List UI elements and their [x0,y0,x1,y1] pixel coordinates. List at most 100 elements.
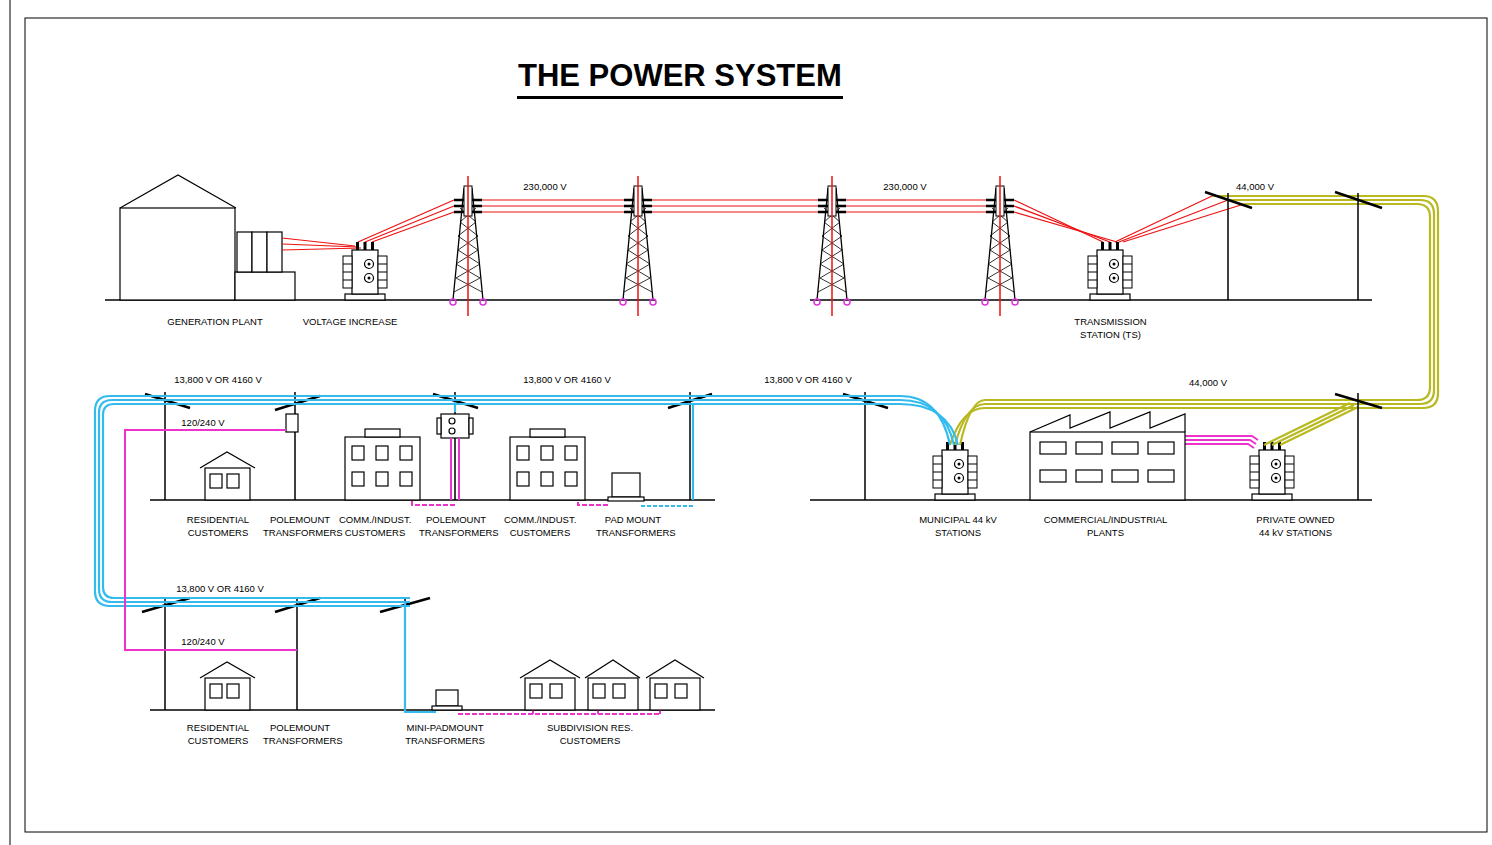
industrial-plant [1040,442,1066,454]
diagram-label: 120/240 V [168,636,238,649]
diagram-label: 44,000 V [1215,181,1295,194]
diagram-label: POLEMOUNT TRANSFORMERS [263,722,337,748]
industrial-plant [1030,412,1185,432]
diagram-label: MUNICIPAL 44 kV STATIONS [917,514,999,540]
house [593,684,605,698]
house [585,660,640,678]
symbol-instance [620,176,656,316]
commercial-building [541,446,553,460]
polemount-transformer [286,414,298,432]
utility-pole [142,192,1382,710]
house [210,684,222,698]
diagram-label: COMMERCIAL/INDUSTRIAL PLANTS [1043,514,1168,540]
diagram-label: POLEMOUNT TRANSFORMERS [419,514,493,540]
secondary-line [1185,444,1254,448]
transmission-line [282,248,361,250]
industrial-plant [1076,470,1102,482]
house [200,662,255,678]
transmission-line [1119,200,1228,242]
commercial-building [530,429,565,437]
diagram-label: VOLTAGE INCREASE [290,316,410,329]
polemount-transformer [469,418,473,434]
utility-pole [689,392,691,500]
symbol-instance [933,442,977,500]
diagram-label: RESIDENTIAL CUSTOMERS [185,514,251,540]
utility-pole [864,392,866,500]
generation-plant [235,272,295,300]
transmission-line [365,206,454,242]
subtransmission-line [1272,405,1354,445]
industrial-plant [1112,470,1138,482]
distribution-line [640,505,693,507]
utility-pole [1205,192,1252,208]
diagram-label: 13,800 V OR 4160 V [160,583,280,596]
transmission-line [454,211,1014,212]
commercial-building [565,446,577,460]
generation-plant [237,232,252,272]
distribution-line [692,404,694,500]
commercial-building [400,446,412,460]
house [675,684,687,698]
ground-line [105,300,1372,710]
utility-pole [1227,193,1229,300]
diagram-label: 44,000 V [1168,377,1248,390]
diagram-title: THE POWER SYSTEM [517,58,843,99]
house [205,678,250,710]
generation-plant [252,232,267,272]
diagram-label: COMM./INDUST. CUSTOMERS [504,514,576,540]
industrial-plant [1148,442,1174,454]
diagram-label: COMM./INDUST. CUSTOMERS [339,514,411,540]
industrial-plant [1030,412,1185,500]
house [227,684,239,698]
diagram-label: 230,000 V [500,181,590,194]
commercial-building [345,429,585,500]
industrial-plant [1148,470,1174,482]
house [200,452,704,710]
symbol-instance [1250,442,1294,500]
secondary-line [458,438,460,500]
commercial-building [345,437,420,500]
house [588,678,638,710]
diagram-label: 13,800 V OR 4160 V [158,374,278,387]
secondary-line [125,430,297,650]
symbol-instance [1088,242,1132,300]
subtransmission-line [950,196,1438,445]
utility-pole [1335,394,1382,408]
subtransmission-line [955,200,1434,445]
house [227,474,239,488]
subtransmission-line [950,196,1438,445]
polemount-transformer [437,418,441,434]
transmission-line [358,200,454,242]
house [525,678,575,710]
commercial-building [352,472,364,486]
symbol-instance [982,176,1018,316]
utility-pole [454,392,456,500]
polemount-transformer [449,428,455,434]
diagram-label: TRANSMISSION STATION (TS) [1063,316,1158,342]
pad-mount-transformer [436,690,458,706]
diagram-label: POLEMOUNT TRANSFORMERS [263,514,337,540]
diagram-label: 13,800 V OR 4160 V [748,374,868,387]
diagram-label: 13,800 V OR 4160 V [507,374,627,387]
transmission-line [454,205,1014,206]
transmission-line [372,212,454,242]
pad-mount-transformer [432,706,462,710]
symbol-instance [814,176,850,316]
industrial-plant [1040,470,1066,482]
pad-mount-transformer [432,473,644,710]
house [646,660,704,678]
house [200,452,255,468]
subtransmission-line [960,204,1430,445]
house [210,474,222,488]
transmission-line [454,199,1014,200]
industrial-plant [1030,432,1185,500]
commercial-building [376,472,388,486]
distribution-line [405,602,436,712]
distribution-line [103,404,958,598]
transmission-line [282,196,1244,250]
symbol-instance [343,242,387,300]
house [613,684,625,698]
utility-pole [164,392,166,500]
generation-plant [120,175,295,300]
